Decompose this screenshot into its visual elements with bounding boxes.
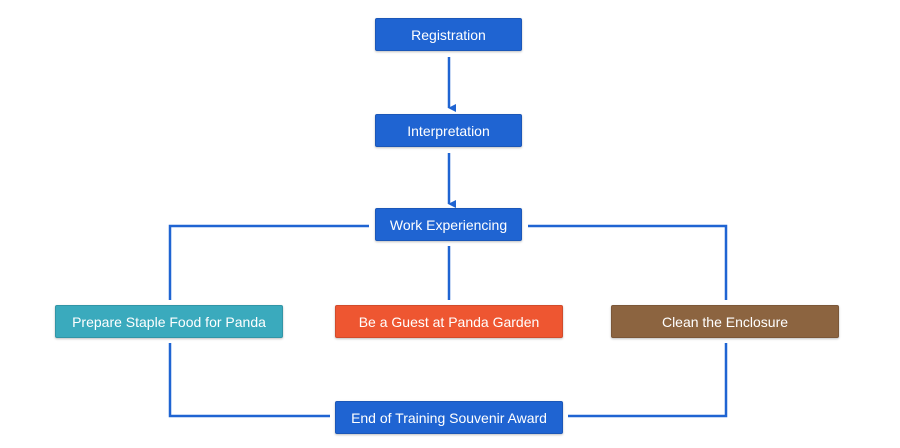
edge-work-experiencing-to-clean-enclosure (528, 224, 728, 300)
node-registration: Registration (375, 18, 522, 51)
edge-clean-enclosure-to-souvenir-award (568, 343, 728, 418)
node-prepare-staple-food: Prepare Staple Food for Panda (55, 305, 283, 338)
node-guest-panda-garden: Be a Guest at Panda Garden (335, 305, 563, 338)
node-souvenir-award: End of Training Souvenir Award (335, 401, 563, 434)
edge-work-experiencing-to-prepare-food (168, 224, 369, 300)
edge-prepare-food-to-souvenir-award (168, 343, 330, 418)
node-interpretation: Interpretation (375, 114, 522, 147)
node-clean-enclosure: Clean the Enclosure (611, 305, 839, 338)
node-work-experiencing: Work Experiencing (375, 208, 522, 241)
